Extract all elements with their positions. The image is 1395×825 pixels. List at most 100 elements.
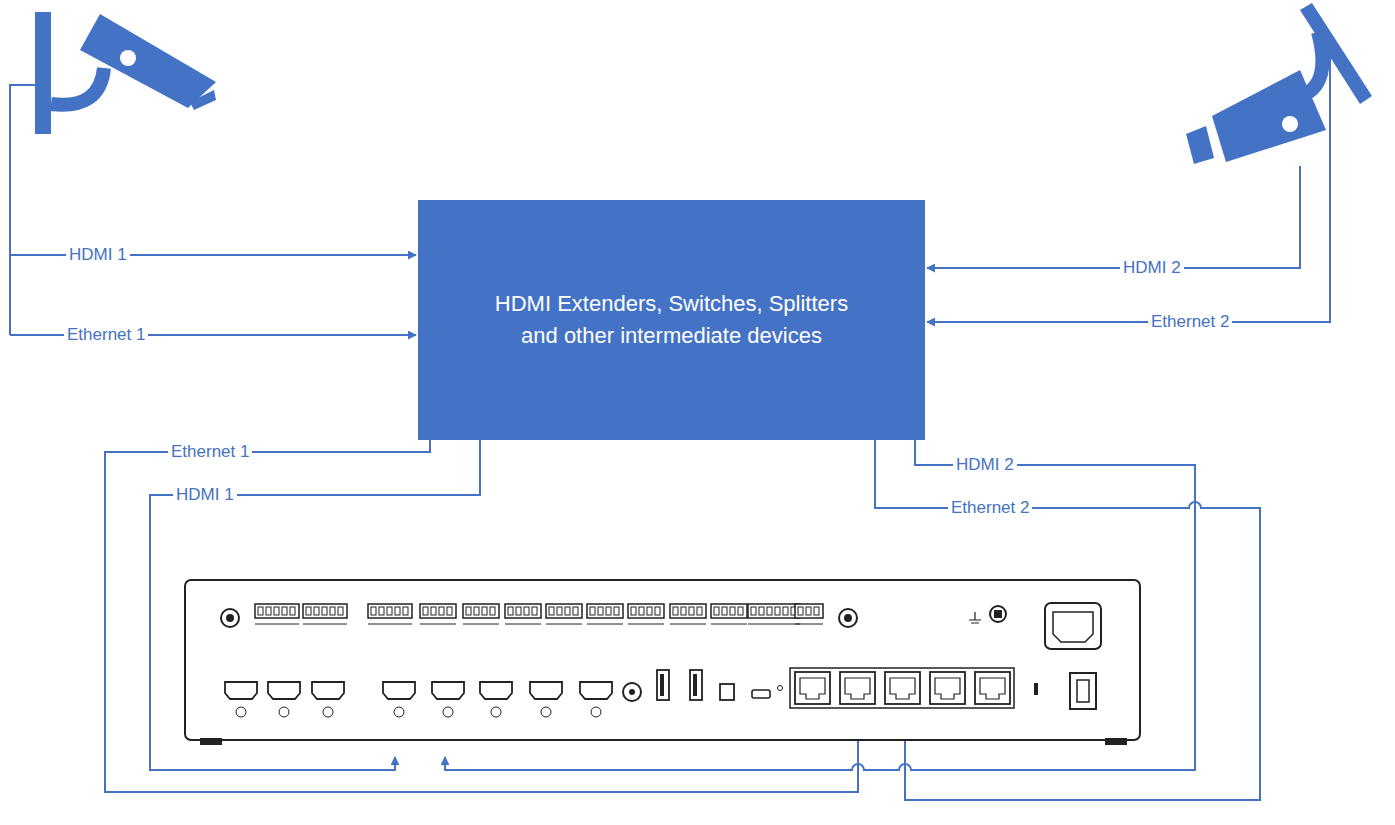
usb-a-tongue: [693, 674, 697, 696]
codec-foot: [1105, 738, 1127, 745]
terminal-pin: [508, 607, 513, 615]
terminal-block: [463, 604, 499, 618]
signal-label: Ethernet 2: [948, 498, 1032, 518]
hdmi-port: [268, 682, 300, 699]
terminal-pin: [730, 607, 735, 615]
terminal-pin: [532, 607, 537, 615]
port-icon: [236, 707, 246, 717]
wires: [10, 42, 1330, 800]
terminal-pin: [655, 607, 660, 615]
ethernet-jack: [935, 678, 960, 699]
terminal-pin: [557, 607, 562, 615]
terminal-pin: [403, 607, 408, 615]
hdmi-port: [225, 682, 257, 699]
port-icon: [394, 707, 404, 717]
usb-b-port: [720, 684, 734, 700]
terminal-pin: [697, 607, 702, 615]
terminal-pin: [573, 607, 578, 615]
terminal-pin: [431, 607, 436, 615]
terminal-marking: [368, 624, 412, 625]
terminal-pin: [806, 607, 811, 615]
usb-micro-port: [752, 690, 770, 698]
ground-screw: [994, 610, 1002, 618]
ethernet-port: [840, 672, 875, 704]
ethernet-port: [975, 672, 1010, 704]
terminal-marking: [670, 624, 706, 625]
terminal-block: [546, 604, 582, 618]
terminal-pin: [274, 607, 279, 615]
port-icon: [323, 707, 333, 717]
port-icon: [541, 707, 551, 717]
terminal-pin: [338, 607, 343, 615]
terminal-marking: [420, 624, 456, 625]
audio-jack-pin: [629, 689, 635, 695]
port-icon: [491, 707, 501, 717]
terminal-marking: [748, 624, 800, 625]
ethernet-port: [930, 672, 965, 704]
terminal-pin: [738, 607, 743, 615]
hdmi-port: [580, 682, 612, 699]
port-icon: [443, 707, 453, 717]
terminal-pin: [647, 607, 652, 615]
camera-lens: [120, 50, 136, 66]
camera-visor: [1186, 126, 1214, 164]
power-inlet: [1045, 603, 1101, 649]
camera-body: [80, 14, 216, 108]
reset-button: [778, 686, 783, 691]
signal-label: Ethernet 1: [168, 442, 252, 462]
terminal-pin: [565, 607, 570, 615]
wire: [10, 85, 35, 335]
power-switch: [1070, 673, 1096, 709]
terminal-marking: [303, 624, 347, 625]
terminal-pin: [759, 607, 764, 615]
terminal-pin: [314, 607, 319, 615]
terminal-pin: [714, 607, 719, 615]
codec-housing: [185, 580, 1140, 740]
terminal-marking: [711, 624, 747, 625]
hdmi-port: [432, 682, 464, 699]
terminal-pin: [775, 607, 780, 615]
power-switch-rocker: [1077, 680, 1089, 702]
signal-label: HDMI 1: [173, 485, 237, 505]
terminal-pin: [387, 607, 392, 615]
terminal-pin: [798, 607, 803, 615]
hdmi-port: [383, 682, 415, 699]
ethernet-bank: [790, 668, 1014, 708]
camera-body: [1212, 70, 1326, 162]
terminal-pin: [379, 607, 384, 615]
terminal-pin: [524, 607, 529, 615]
usb-a-port: [690, 670, 702, 700]
camera-mount: [35, 12, 51, 134]
ethernet-jack: [980, 678, 1005, 699]
terminal-pin: [490, 607, 495, 615]
terminal-marking: [505, 624, 541, 625]
power-inlet-socket: [1053, 612, 1093, 642]
camera-arm: [51, 68, 104, 105]
signal-label: HDMI 2: [953, 455, 1017, 475]
terminal-pin: [439, 607, 444, 615]
terminal-pin: [549, 607, 554, 615]
terminal-pin: [258, 607, 263, 615]
ground-post: [990, 606, 1006, 622]
terminal-block: [587, 604, 623, 618]
ethernet-jack: [845, 678, 870, 699]
usb-a-port: [657, 670, 669, 700]
terminal-pin: [371, 607, 376, 615]
signal-label: Ethernet 2: [1148, 312, 1232, 332]
terminal-pin: [466, 607, 471, 615]
ethernet-jack: [800, 678, 825, 699]
camera-lens: [1282, 116, 1298, 132]
usb-a-tongue: [660, 674, 664, 696]
terminal-marking: [587, 624, 623, 625]
ethernet-port: [885, 672, 920, 704]
ethernet-wire: [927, 42, 1330, 322]
terminal-block: [420, 604, 456, 618]
terminal-marking: [795, 624, 823, 625]
terminal-block: [795, 604, 823, 618]
terminal-pin: [606, 607, 611, 615]
codec-foot: [200, 738, 222, 745]
terminal-pin: [306, 607, 311, 615]
box-label: HDMI Extenders, Switches, Splitters and …: [418, 288, 925, 352]
camera-visor: [190, 90, 216, 110]
terminal-pin: [395, 607, 400, 615]
